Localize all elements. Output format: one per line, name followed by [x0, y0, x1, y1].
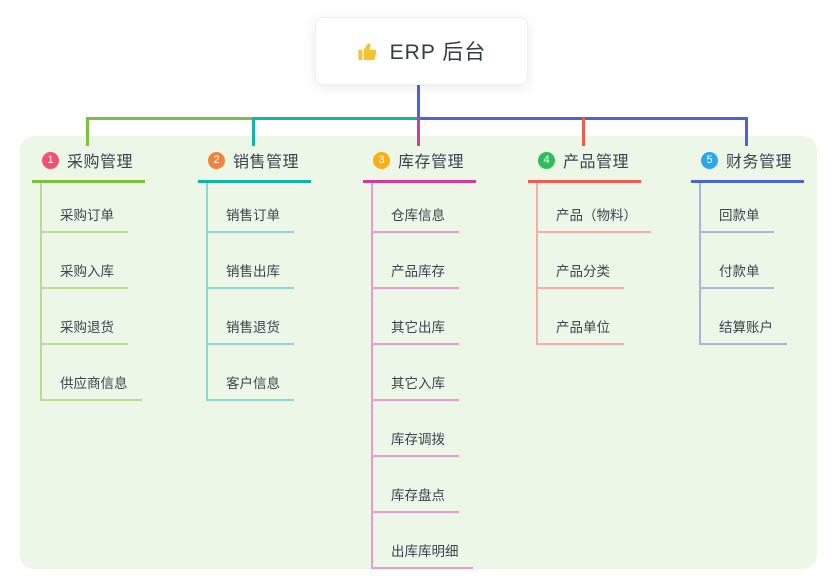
- child-row: 销售出库: [208, 233, 294, 289]
- child-row: 付款单: [701, 233, 787, 289]
- child-node[interactable]: 库存盘点: [373, 484, 459, 513]
- child-node[interactable]: 付款单: [701, 260, 774, 289]
- branch-node-1: 1 采购管理采购订单采购入库采购退货供应商信息: [32, 146, 146, 401]
- child-node[interactable]: 客户信息: [208, 372, 294, 401]
- branch-number-badge: 2: [208, 151, 225, 169]
- branch-node-5: 5 财务管理回款单付款单结算账户: [691, 146, 805, 345]
- connector-drop-branch-4: [582, 117, 585, 146]
- child-node[interactable]: 结算账户: [701, 316, 787, 345]
- child-row: 其它出库: [373, 289, 473, 345]
- child-node[interactable]: 其它入库: [373, 372, 459, 401]
- branch-node-4: 4 产品管理产品（物料） 产品分类产品单位: [528, 146, 651, 345]
- branch-number-badge: 4: [538, 151, 555, 169]
- child-row: 其它入库: [373, 345, 473, 401]
- child-row: 采购退货: [42, 289, 142, 345]
- branch-head-2[interactable]: 2 销售管理: [198, 146, 312, 183]
- child-row: 销售订单: [208, 183, 294, 233]
- branch-head-1[interactable]: 1 采购管理: [32, 146, 146, 183]
- branch-head-5[interactable]: 5 财务管理: [691, 146, 805, 183]
- thumbs-up-icon: [357, 40, 380, 63]
- child-node[interactable]: 销售出库: [208, 260, 294, 289]
- child-node[interactable]: 产品单位: [538, 316, 624, 345]
- root-connector: [417, 83, 420, 120]
- child-node[interactable]: 库存调拨: [373, 428, 459, 457]
- child-row: 产品分类: [538, 233, 651, 289]
- connector-bus-segment: [87, 117, 255, 120]
- branch-label: 财务管理: [726, 154, 793, 171]
- branch-label: 库存管理: [398, 154, 465, 171]
- connector-drop-branch-3: [417, 117, 420, 146]
- child-node[interactable]: 销售订单: [208, 204, 294, 233]
- child-node[interactable]: 出库库明细: [373, 540, 473, 569]
- branch-children: 销售订单销售出库销售退货客户信息: [206, 183, 294, 401]
- branch-head-4[interactable]: 4 产品管理: [528, 146, 642, 183]
- child-row: 采购订单: [42, 183, 142, 233]
- child-row: 回款单: [701, 183, 787, 233]
- child-node[interactable]: 仓库信息: [373, 204, 459, 233]
- child-node[interactable]: 供应商信息: [42, 372, 142, 401]
- branch-label: 产品管理: [563, 154, 630, 171]
- child-row: 产品（物料）: [538, 183, 651, 233]
- child-node[interactable]: 其它出库: [373, 316, 459, 345]
- child-row: 出库库明细: [373, 513, 473, 569]
- branch-number-badge: 3: [373, 151, 390, 169]
- child-node[interactable]: 产品分类: [538, 260, 624, 289]
- branch-node-2: 2 销售管理销售订单销售出库销售退货客户信息: [198, 146, 312, 401]
- child-row: 库存盘点: [373, 457, 473, 513]
- branch-node-3: 3 库存管理仓库信息产品库存其它出库其它入库库存调拨库存盘点出库库明细: [363, 146, 477, 569]
- child-node[interactable]: 产品（物料）: [538, 204, 651, 233]
- branch-children: 采购订单采购入库采购退货供应商信息: [40, 183, 142, 401]
- root-title: ERP 后台: [389, 41, 487, 64]
- branch-children: 产品（物料） 产品分类产品单位: [536, 183, 651, 345]
- branch-label: 销售管理: [233, 154, 300, 171]
- child-row: 库存调拨: [373, 401, 473, 457]
- child-row: 供应商信息: [42, 345, 142, 401]
- connector-bus-segment: [253, 117, 420, 120]
- child-node[interactable]: 产品库存: [373, 260, 459, 289]
- child-row: 客户信息: [208, 345, 294, 401]
- connector-drop-branch-2: [252, 117, 255, 146]
- branch-number-badge: 1: [42, 151, 59, 169]
- child-node[interactable]: 采购退货: [42, 316, 128, 345]
- child-node[interactable]: 回款单: [701, 204, 774, 233]
- connector-drop-branch-5: [745, 117, 748, 146]
- child-row: 结算账户: [701, 289, 787, 345]
- root-node[interactable]: ERP 后台: [315, 17, 528, 85]
- branch-label: 采购管理: [67, 154, 134, 171]
- child-node[interactable]: 采购订单: [42, 204, 128, 233]
- branch-children: 回款单付款单结算账户: [699, 183, 787, 345]
- child-node[interactable]: 采购入库: [42, 260, 128, 289]
- child-row: 仓库信息: [373, 183, 473, 233]
- branch-number-badge: 5: [701, 151, 718, 169]
- child-node[interactable]: 销售退货: [208, 316, 294, 345]
- child-row: 产品库存: [373, 233, 473, 289]
- branch-head-3[interactable]: 3 库存管理: [363, 146, 477, 183]
- connector-drop-branch-1: [86, 117, 89, 146]
- child-row: 采购入库: [42, 233, 142, 289]
- child-row: 产品单位: [538, 289, 651, 345]
- child-row: 销售退货: [208, 289, 294, 345]
- branches-panel: [20, 136, 817, 569]
- branch-children: 仓库信息产品库存其它出库其它入库库存调拨库存盘点出库库明细: [371, 183, 473, 569]
